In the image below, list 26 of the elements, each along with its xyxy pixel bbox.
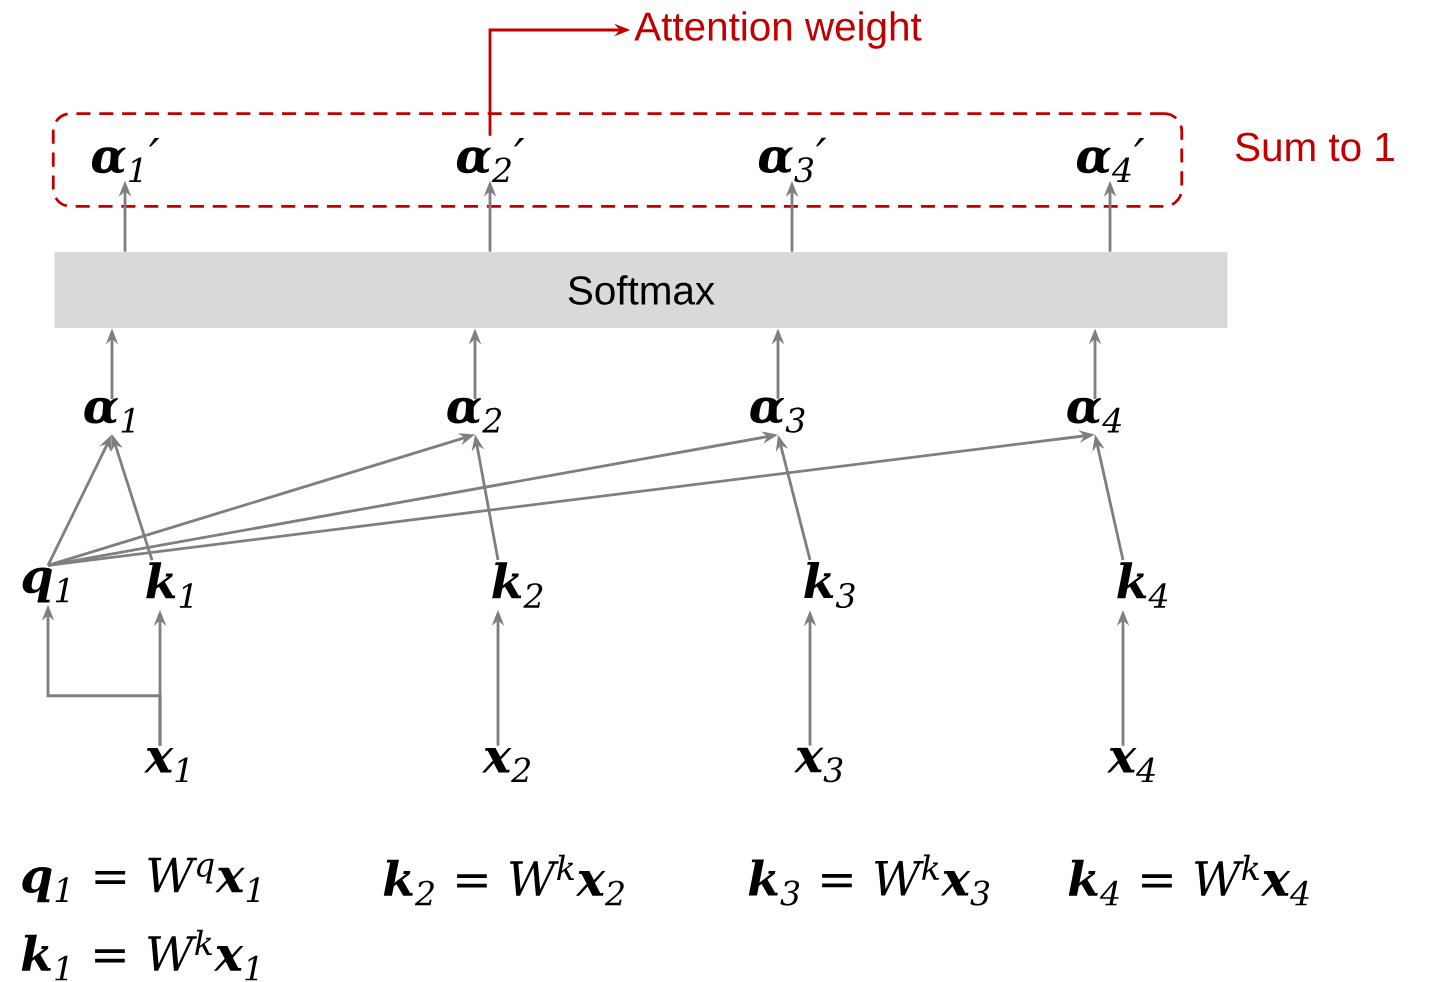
math-symbol: k$_{4}$: [1117, 562, 1168, 608]
math-symbol: α$_{3}$′: [758, 137, 827, 183]
equation: k$_{4}$ = W$^{k}$x$_{4}$: [1068, 854, 1309, 906]
equation: k$_{1}$ = W$^{k}$x$_{1}$: [21, 929, 258, 981]
math-symbol: α$_{1}$′: [91, 137, 160, 183]
side-note: Sum to 1: [1235, 132, 1394, 162]
math-symbol: x$_{2}$: [482, 747, 530, 783]
math-symbol: k$_{2}$: [492, 562, 543, 608]
equation: q$_{1}$ = W$^{q}$x$_{1}$: [22, 857, 259, 903]
math-symbol: α$_{2}$: [447, 397, 502, 433]
equation: k$_{3}$ = W$^{k}$x$_{3}$: [748, 854, 990, 906]
math-symbol: q$_{1}$: [22, 567, 69, 603]
math-symbol: α$_{1}$: [84, 397, 134, 433]
math-symbol: x$_{3}$: [794, 747, 843, 783]
math-symbol: α$_{3}$: [750, 397, 805, 433]
math-symbol: k$_{3}$: [804, 561, 855, 609]
math-symbol: α$_{4}$′: [1076, 137, 1145, 183]
math-symbol: α$_{2}$′: [456, 137, 525, 183]
equation: k$_{2}$ = W$^{k}$x$_{2}$: [383, 854, 624, 906]
dashed-box: [51, 112, 1184, 208]
math-symbol: x$_{4}$: [1107, 747, 1155, 783]
math-symbol: α$_{4}$: [1067, 397, 1121, 433]
annotation-text: Attention weight: [634, 11, 922, 49]
math-symbol: x$_{1}$: [144, 747, 188, 783]
softmax-bar: Softmax: [54, 252, 1228, 328]
math-symbol: k$_{1}$: [146, 562, 193, 608]
